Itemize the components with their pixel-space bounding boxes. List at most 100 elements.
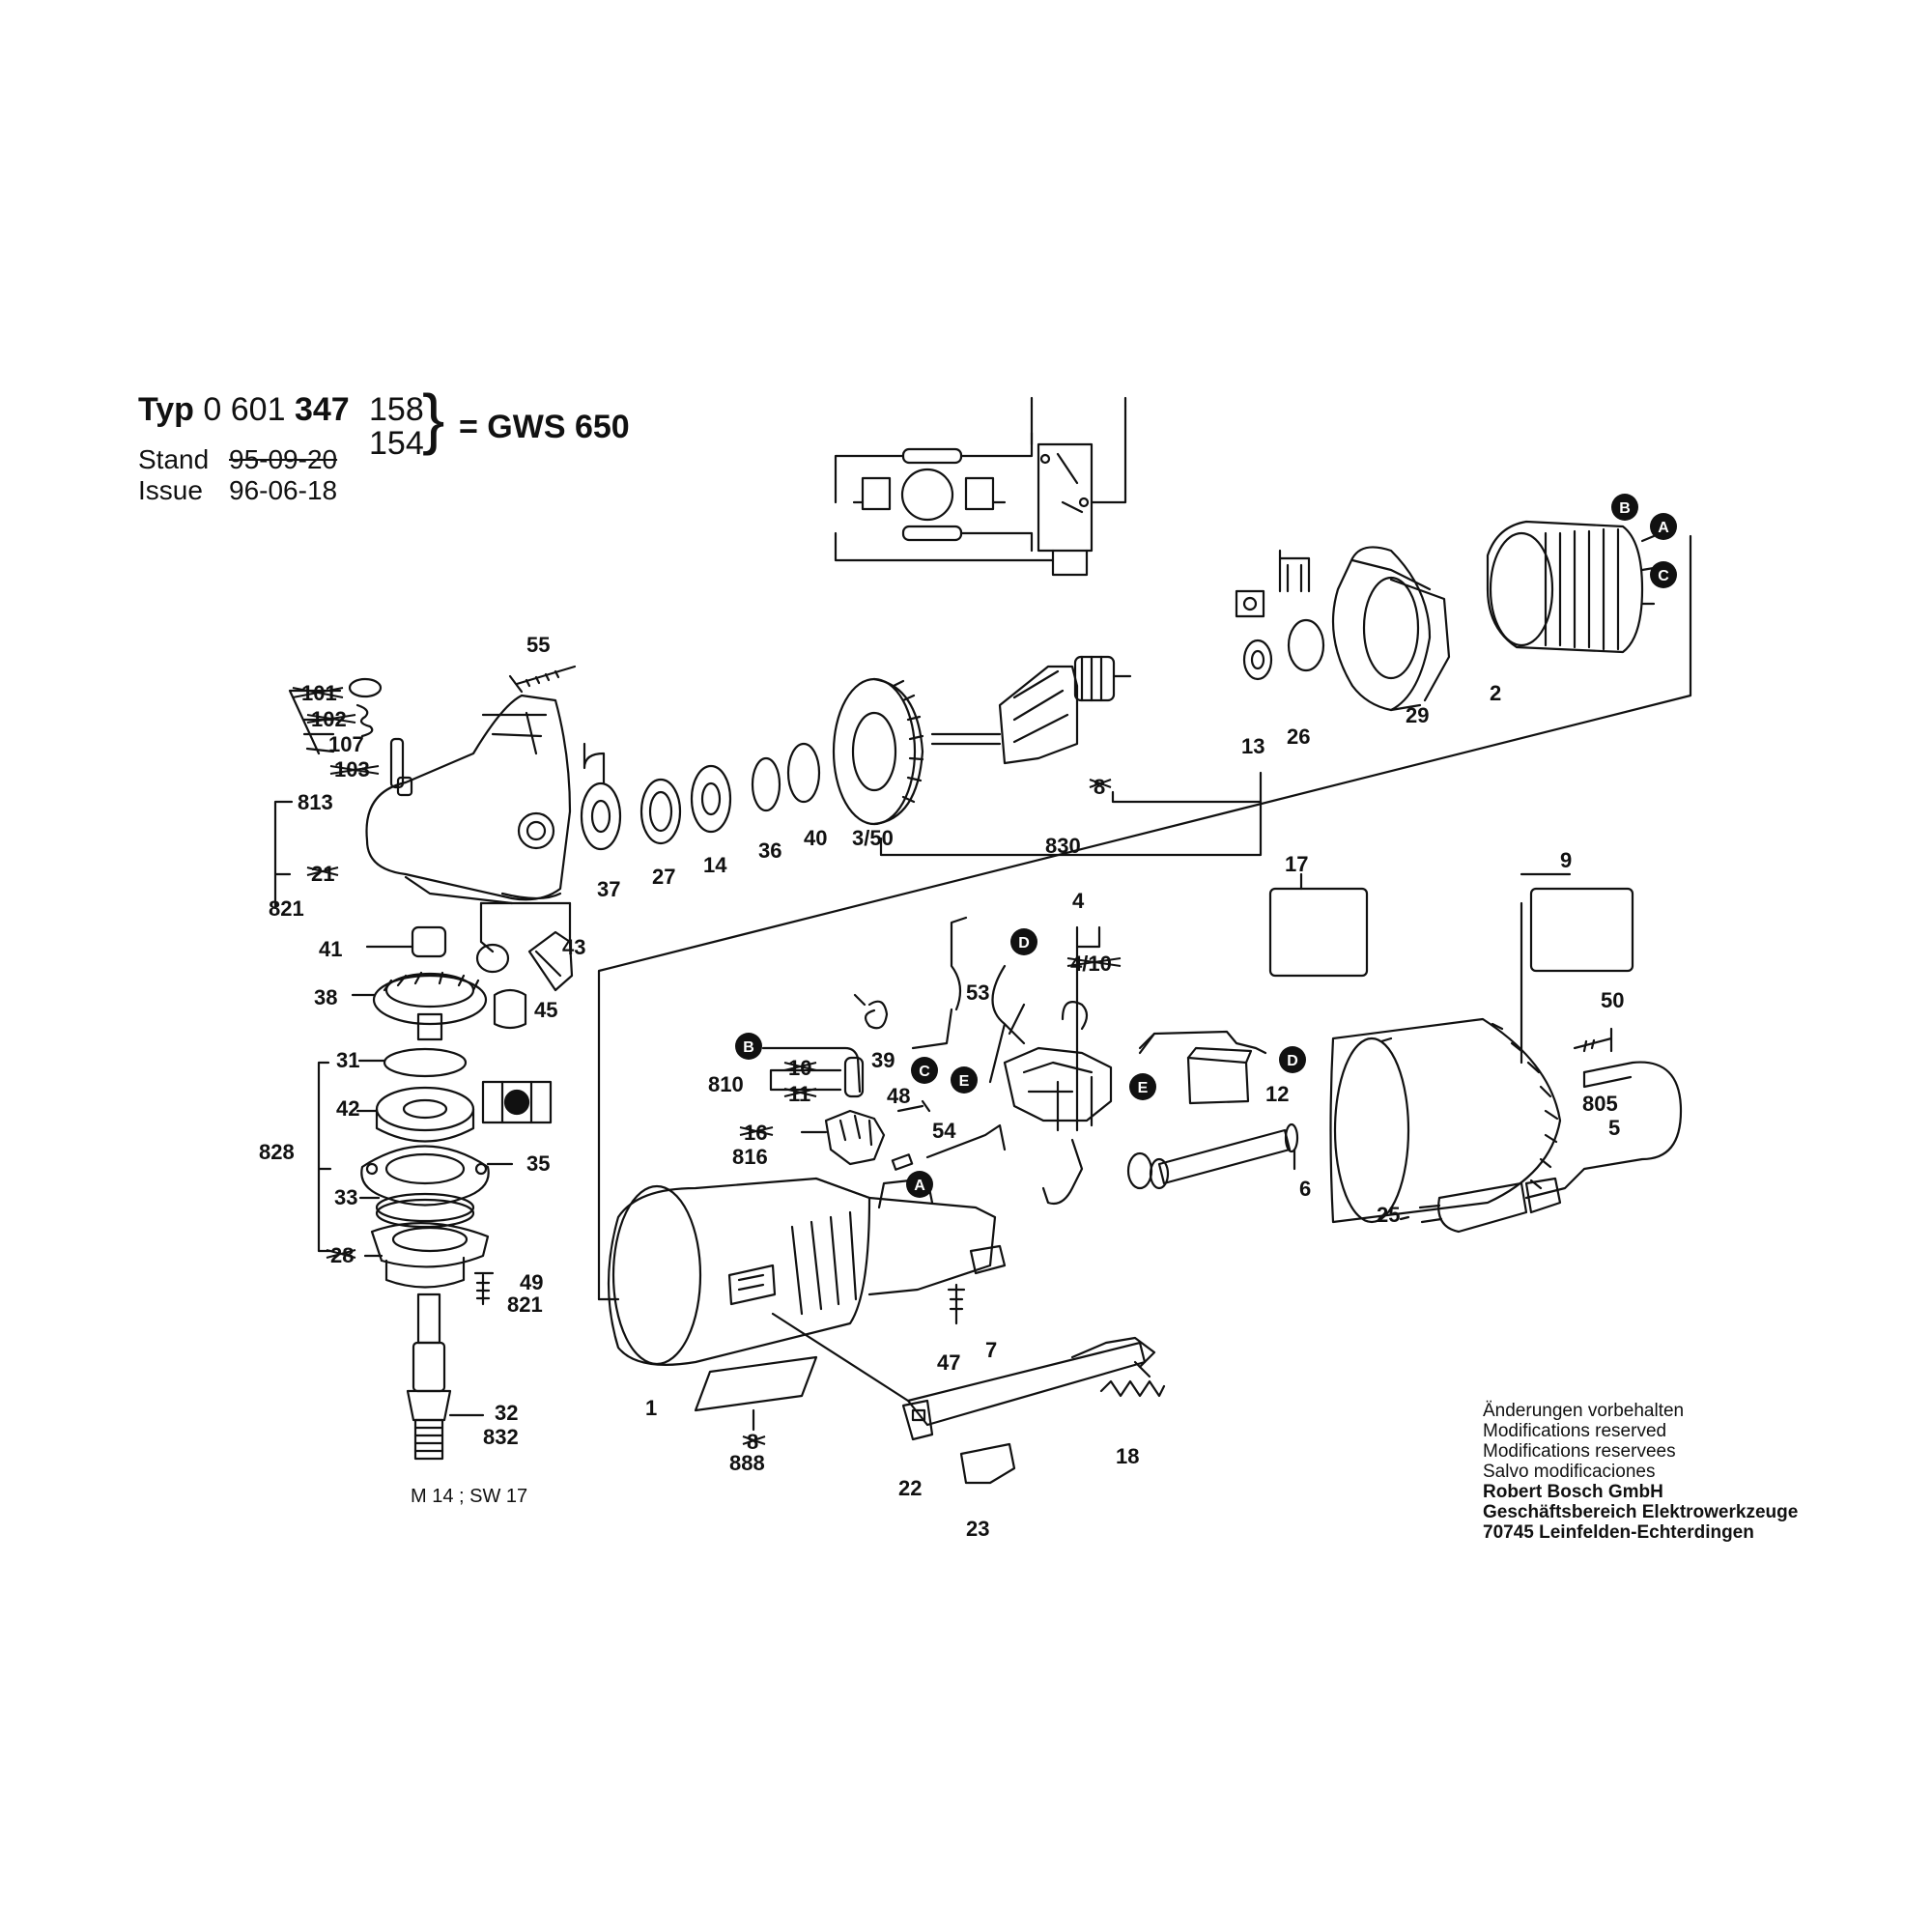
label-36: 36 <box>758 838 781 863</box>
connector-a-bottom: A <box>914 1178 925 1194</box>
power-cable-5 <box>1418 1061 1683 1234</box>
type-line: Typ 0 601 347 <box>138 391 350 429</box>
label-805: 805 <box>1582 1092 1618 1116</box>
auxiliary-handle-6 <box>1126 1122 1299 1190</box>
label-14: 14 <box>703 853 727 877</box>
company-division: Geschäftsbereich Elektrowerkzeuge <box>1483 1502 1799 1522</box>
label-plate-8 <box>694 1355 818 1412</box>
spring-18 <box>1099 1379 1166 1398</box>
label-23: 23 <box>966 1517 989 1541</box>
flange-plate-35 <box>360 1145 490 1207</box>
bracket-821 <box>273 800 294 910</box>
issue-value: 96-06-18 <box>229 475 338 505</box>
connector-d-left: D <box>1018 935 1030 952</box>
switch-16 <box>800 1109 886 1166</box>
bracket-813 <box>288 689 342 755</box>
part-labels: 55 101 102 107 103 813 21 821 41 38 45 4… <box>259 633 1624 1541</box>
bevel-gear-38 <box>372 971 488 1041</box>
modification-notes: Änderungen vorbehalten Modifications res… <box>1483 1401 1798 1543</box>
model-name: = GWS 650 <box>459 409 630 445</box>
clamp-7 <box>969 1244 1007 1275</box>
bushing-27 <box>639 778 682 845</box>
ring-26 <box>1287 618 1325 672</box>
spring-39 <box>864 1000 889 1030</box>
wire-53 <box>950 916 968 1011</box>
connector-a-top: A <box>1658 520 1669 536</box>
label-5: 5 <box>1608 1116 1620 1140</box>
label-813: 813 <box>298 790 333 814</box>
bearing-13 <box>1242 639 1273 681</box>
nut-45 <box>475 943 510 974</box>
label-25: 25 <box>1377 1203 1400 1227</box>
screw-50 <box>1573 1027 1613 1053</box>
company-address: 70745 Leinfelden-Echterdingen <box>1483 1522 1754 1543</box>
label-1: 1 <box>645 1396 657 1420</box>
capacitor-10 <box>843 1056 865 1098</box>
stand-value: 95-09-20 <box>229 444 338 474</box>
carbon-brushes-12 <box>1138 1030 1267 1105</box>
label-47: 47 <box>937 1350 960 1375</box>
ring-26-inset <box>1278 549 1311 593</box>
label-821-top: 821 <box>269 896 304 921</box>
label-38: 38 <box>314 985 337 1009</box>
wiring-schematic <box>834 396 1127 577</box>
label-plate-9 <box>1529 887 1634 973</box>
bearing-37 <box>580 781 622 851</box>
connector-b-left: B <box>743 1039 754 1056</box>
label-39: 39 <box>871 1048 895 1072</box>
label-8-armature: 8 <box>1094 775 1105 799</box>
slide-knob-23 <box>959 1442 1016 1485</box>
label-29: 29 <box>1406 703 1429 727</box>
type-label: Typ <box>138 391 194 428</box>
type-number-bold: 347 <box>294 391 350 428</box>
bearing-flange-28 <box>370 1222 490 1289</box>
label-22: 22 <box>898 1476 922 1500</box>
spindle-32 <box>406 1293 452 1461</box>
variant-brace: } <box>422 381 445 456</box>
circlip-31 <box>383 1047 468 1078</box>
bearing-shield-29 <box>1331 546 1451 712</box>
label-17: 17 <box>1285 852 1308 876</box>
spindle-note: M 14 ; SW 17 <box>411 1486 527 1507</box>
nut-41 <box>411 925 447 958</box>
label-832: 832 <box>483 1425 519 1449</box>
label-45: 45 <box>534 998 557 1022</box>
main-housing-1 <box>607 1177 997 1366</box>
frame-outline <box>597 534 1692 1301</box>
bearing-14 <box>690 764 732 834</box>
label-31: 31 <box>336 1048 359 1072</box>
label-49: 49 <box>520 1270 543 1294</box>
note-en: Modifications reserved <box>1483 1421 1667 1441</box>
label-2: 2 <box>1490 681 1501 705</box>
label-55: 55 <box>526 633 550 657</box>
connector-d-right: D <box>1287 1053 1298 1069</box>
label-888: 888 <box>729 1451 765 1475</box>
switch-slider-22 <box>771 1312 1156 1441</box>
label-32: 32 <box>495 1401 518 1425</box>
label-26: 26 <box>1287 724 1310 749</box>
label-48: 48 <box>887 1084 910 1108</box>
label-4: 4 <box>1072 889 1085 913</box>
label-6: 6 <box>1299 1177 1311 1201</box>
label-37: 37 <box>597 877 620 901</box>
label-53: 53 <box>966 980 989 1005</box>
connector-b-top: B <box>1619 500 1631 517</box>
label-54: 54 <box>932 1119 956 1143</box>
label-828: 828 <box>259 1140 295 1164</box>
armature-8 <box>930 655 1132 765</box>
label-42: 42 <box>336 1096 359 1121</box>
screw-47 <box>947 1283 966 1325</box>
label-11: 11 <box>788 1082 810 1106</box>
motor-housing-25 <box>1329 1017 1562 1224</box>
label-12: 12 <box>1265 1082 1289 1106</box>
note-fr: Modifications reservees <box>1483 1441 1676 1462</box>
label-plate-17 <box>1268 887 1369 978</box>
company-name: Robert Bosch GmbH <box>1483 1482 1663 1502</box>
connector-c-top: C <box>1658 568 1669 584</box>
switch-assembly-4 <box>988 925 1113 1206</box>
variant-2: 154 <box>369 425 424 462</box>
label-9: 9 <box>1560 848 1572 872</box>
connector-e-left: E <box>959 1073 970 1090</box>
bearing-13-inset <box>1235 589 1265 618</box>
label-3-50: 3/50 <box>852 826 894 850</box>
